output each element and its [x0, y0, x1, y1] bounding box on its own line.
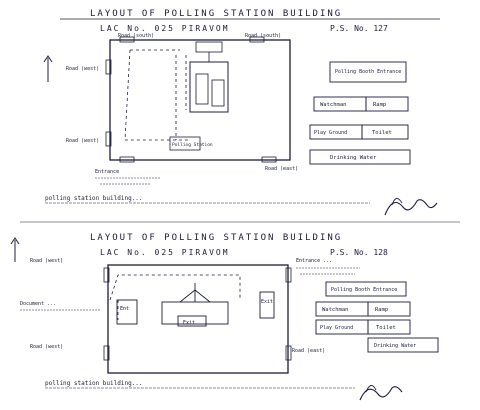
bottom-booth-fan-2 [194, 289, 211, 303]
bottom-legend-ramp: Ramp [375, 307, 388, 313]
bottom-gate-4 [285, 345, 292, 361]
top-booth-room [189, 61, 229, 113]
bottom-room-left-label: Ent [120, 306, 129, 312]
bottom-legend-title: Polling Booth Entrance [331, 287, 397, 293]
top-road-east: Road (east) [265, 166, 298, 172]
top-gate-6 [261, 156, 277, 163]
top-gate-4 [105, 131, 112, 147]
top-polling-room-box [169, 136, 201, 151]
bottom-route-1 [109, 274, 241, 301]
bottom-gate-3 [285, 267, 292, 283]
top-gate-3 [105, 59, 112, 75]
top-gate-2 [249, 36, 265, 43]
bottom-legend-watchman: Watchman [322, 307, 349, 313]
bottom-building-outline [107, 264, 289, 374]
bottom-entrance-note: Entrance ... [296, 258, 332, 264]
top-legend-toilet-box [361, 124, 409, 140]
top-gate-5 [119, 156, 135, 163]
top-title: LAYOUT OF POLLING STATION BUILDING [90, 9, 342, 19]
top-road-north-2: Road (south) [245, 33, 281, 39]
bottom-center-label: Exit [183, 320, 195, 326]
top-entrance-note: Entrance [95, 169, 119, 175]
top-signature-stroke-2 [391, 198, 403, 206]
bottom-legend-playground: Play Ground [320, 325, 353, 331]
top-footer-note: polling station building... [45, 195, 143, 202]
top-gate-1 [119, 36, 135, 43]
top-road-west-1: Road (west) [66, 66, 99, 72]
bottom-road-west-1: Road (west) [30, 258, 63, 264]
top-booth-compartment-1 [195, 73, 209, 105]
top-entrance-box [195, 41, 223, 53]
top-legend-ramp-box [365, 96, 409, 112]
bottom-road-west-2: Road (west) [30, 344, 63, 350]
bottom-footer-note: polling station building... [45, 380, 143, 387]
top-lac-label: LAC No. 025 PIRAVOM [100, 24, 230, 33]
bottom-room-right-label: Exit [261, 299, 273, 305]
top-booth-compartment-2 [211, 79, 225, 107]
top-legend-drinking-box [309, 149, 411, 165]
bottom-booth-table [161, 301, 229, 325]
bottom-signature [359, 386, 403, 401]
bottom-legend-toilet: Toilet [376, 325, 396, 331]
bottom-room-right [259, 291, 275, 319]
bottom-document-label: Document ... [20, 301, 56, 307]
bottom-legend-drinking-box [367, 337, 439, 353]
top-legend-ramp: Ramp [373, 102, 386, 108]
bottom-ps-number: P.S. No. 128 [330, 248, 388, 257]
bottom-booth-fan-1 [179, 289, 196, 303]
bottom-signature-stroke-2 [365, 385, 377, 393]
top-signature [384, 199, 438, 216]
top-route-2 [124, 49, 190, 141]
top-north-arrow-head [43, 55, 53, 63]
top-legend-toilet: Toilet [372, 130, 392, 136]
bottom-legend-ramp-box [367, 301, 411, 317]
bottom-room-left [116, 299, 138, 325]
bottom-center-box [177, 315, 207, 327]
bottom-north-arrow-head [10, 237, 20, 245]
bottom-road-east: Road (east) [292, 348, 325, 354]
bottom-gate-1 [103, 267, 110, 283]
top-legend-title: Polling Booth Entrance [335, 69, 401, 75]
bottom-legend-drinking: Drinking Water [374, 343, 416, 349]
top-legend-title-box [329, 61, 407, 83]
top-polling-room-label: Polling Station [172, 142, 213, 148]
top-ps-number: P.S. No. 127 [330, 24, 388, 33]
top-building-outline [109, 39, 291, 161]
top-road-north-1: Road (south) [118, 33, 154, 39]
bottom-title: LAYOUT OF POLLING STATION BUILDING [90, 233, 342, 243]
top-legend-watchman: Watchman [320, 102, 347, 108]
bottom-legend-toilet-box [367, 319, 411, 335]
top-legend-drinking: Drinking Water [330, 155, 377, 161]
bottom-lac-label: LAC No. 025 PIRAVOM [100, 248, 230, 257]
bottom-legend-title-box [325, 281, 407, 297]
top-road-west-2: Road (west) [66, 138, 99, 144]
bottom-gate-2 [103, 345, 110, 361]
top-legend-playground: Play Ground [314, 130, 347, 136]
